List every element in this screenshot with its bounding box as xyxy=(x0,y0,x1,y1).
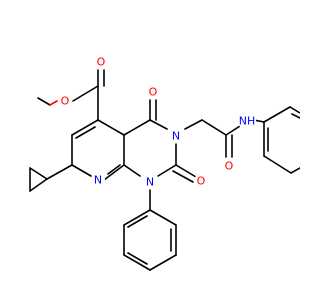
oxygen-label: O xyxy=(225,160,234,173)
bond-right-phenyl-double-2 xyxy=(291,113,300,119)
bond-c5-c6-double xyxy=(75,126,96,139)
bond-o-carbonyl xyxy=(72,85,99,102)
nitrogen-label: N xyxy=(94,174,102,187)
atom-ester-o-double: O xyxy=(94,55,108,69)
atom-labels: O O O O O N N N xyxy=(58,55,256,189)
atom-n3: N xyxy=(169,129,183,143)
bond-c2-n1 xyxy=(157,164,177,177)
bond-lower-phenyl-6 xyxy=(123,209,151,226)
bond-o-methyl-side xyxy=(49,100,58,106)
nitrogen-label: NH xyxy=(239,115,256,128)
bond-n8-c8a-double xyxy=(107,164,121,175)
bond-methyl-o xyxy=(37,97,51,106)
bond-right-phenyl-5 xyxy=(289,106,300,114)
bond-lower-phenyl-1 xyxy=(149,209,177,226)
bond-c4a-c5 xyxy=(97,119,125,136)
bond-c4-n3 xyxy=(149,119,168,130)
oxygen-label: O xyxy=(61,95,70,108)
atom-n8: N xyxy=(91,173,105,187)
atom-ester-o-single: O xyxy=(58,94,72,108)
bond-cyclopropyl-1 xyxy=(29,167,48,180)
bond-right-phenyl-4 xyxy=(263,106,291,123)
bond-c2-o-double xyxy=(172,170,194,183)
bond-n3-ch2 xyxy=(184,119,203,130)
nitrogen-label: N xyxy=(146,176,154,189)
bond-lower-phenyl-3 xyxy=(149,254,177,271)
bond-lower-phenyl-double-2 xyxy=(127,252,148,265)
atom-amide-o: O xyxy=(222,159,236,173)
bonds xyxy=(29,69,300,271)
bond-right-phenyl-2 xyxy=(263,155,292,174)
bond-cyclopropyl-3 xyxy=(29,178,48,192)
bond-n8-c8a xyxy=(103,164,125,181)
molecule-structure: O O O O O N N N xyxy=(29,55,300,271)
bond-amide-c-n xyxy=(225,125,241,136)
bond-lower-phenyl-double-3 xyxy=(127,215,148,228)
atom-amide-nh: NH xyxy=(238,112,256,130)
atom-c2-o: O xyxy=(194,174,208,188)
bond-lower-phenyl-4 xyxy=(123,254,151,271)
bond-right-phenyl-3 xyxy=(290,167,300,174)
bond-c5-c6 xyxy=(71,119,99,136)
bond-c2-o xyxy=(175,164,197,178)
oxygen-label: O xyxy=(149,86,158,99)
bond-n1-c8a xyxy=(123,164,141,177)
atom-c4-o: O xyxy=(146,85,160,99)
oxygen-label: O xyxy=(197,175,206,188)
atom-n1: N xyxy=(143,175,157,189)
oxygen-label: O xyxy=(97,56,106,69)
bond-c7-n8 xyxy=(71,164,92,177)
bond-c7-cyclopropyl xyxy=(46,164,73,180)
bond-ch2-amide-c xyxy=(201,119,227,136)
bond-c4a-c4 xyxy=(123,119,151,136)
nitrogen-label: N xyxy=(172,130,180,143)
